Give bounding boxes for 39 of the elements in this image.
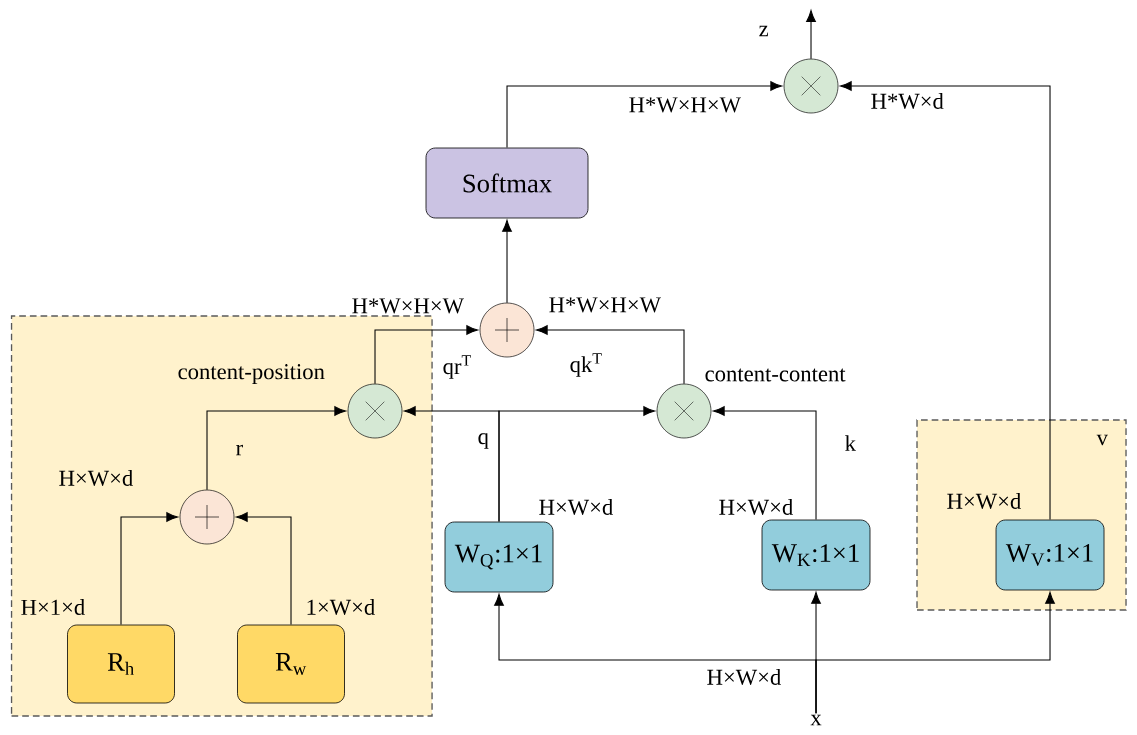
variable-label: q: [478, 433, 489, 449]
addition-circle: [479, 302, 535, 358]
addition-circle: [179, 489, 235, 545]
convolution-box: W$_{Q}$:1×1: [444, 521, 554, 593]
arrow: [506, 81, 783, 149]
dimension-label: H×W×d: [539, 498, 613, 516]
multiplication-circle: [347, 383, 403, 439]
arrow: [535, 325, 685, 385]
arrow: [235, 512, 292, 626]
softmax-box: Softmax: [425, 147, 589, 219]
convolution-box: W$_{K}$:1×1: [761, 519, 871, 591]
process-box: R$_{h}$: [67, 624, 175, 704]
arrow: [806, 10, 816, 60]
arrow: [120, 512, 179, 626]
multiplication-circle: [783, 58, 839, 114]
dimension-label: H×1×d: [21, 599, 85, 615]
arrow: [712, 406, 817, 521]
input-label: x: [810, 714, 822, 726]
variable-label: k: [845, 435, 856, 451]
arrow: [839, 81, 1051, 521]
arrow: [206, 406, 347, 491]
arrow: [374, 325, 479, 385]
dimension-label: H×W×d: [947, 492, 1021, 510]
variable-label: qk$^{T}$: [570, 353, 602, 377]
dimension-label: H×W×d: [707, 668, 781, 686]
arrow: [502, 219, 512, 304]
dimension-label: H*W×H×W: [629, 97, 741, 113]
variable-label: z: [759, 25, 769, 37]
process-box: R$_{w}$: [237, 624, 345, 704]
dimension-label: H×W×d: [719, 498, 793, 516]
variable-label: v: [1096, 434, 1108, 446]
convolution-box: W$_{V}$:1×1: [995, 519, 1105, 591]
multiplication-circle: [656, 383, 712, 439]
dimension-label: H*W×H×W: [549, 297, 661, 313]
dimension-label: 1×W×d: [307, 598, 375, 616]
arrow: [815, 591, 1055, 714]
variable-label: qr$^{T}$: [443, 355, 471, 379]
variable-label: r: [236, 444, 243, 456]
arrow: [498, 406, 656, 523]
